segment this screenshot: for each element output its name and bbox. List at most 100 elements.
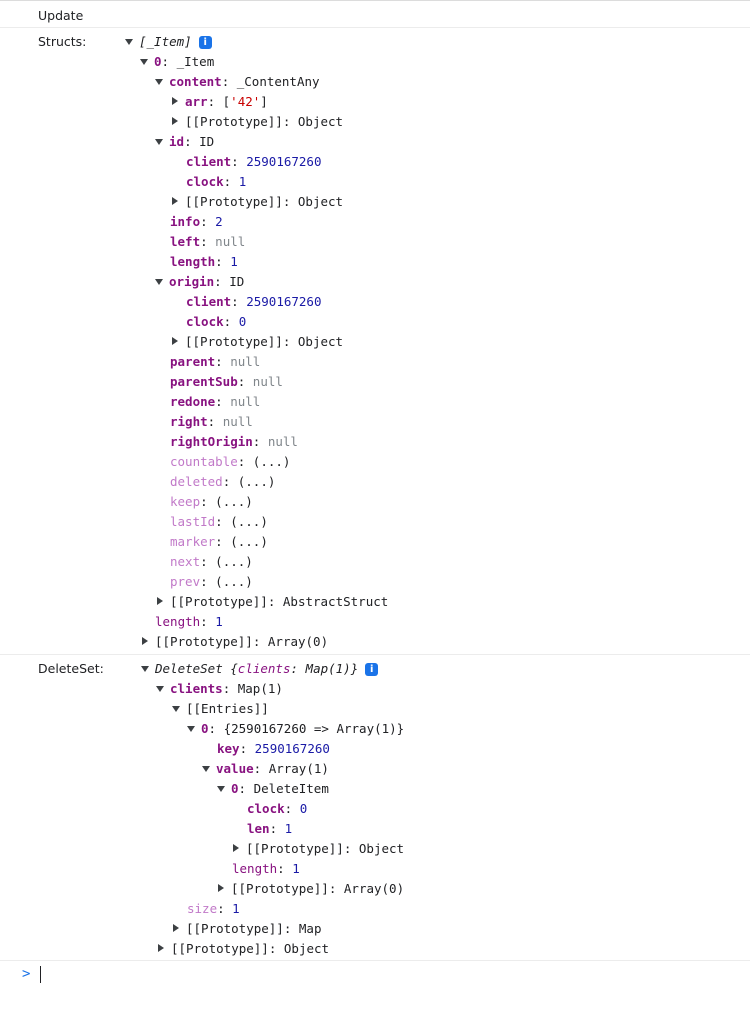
prop-key: 0 bbox=[231, 781, 239, 796]
deleteset-summary: DeleteSet {clients: Map(1)} bbox=[155, 661, 359, 676]
deleteset-label: DeleteSet: bbox=[38, 661, 104, 676]
info-icon[interactable]: i bbox=[365, 662, 379, 676]
expand-triangle-icon[interactable] bbox=[140, 659, 151, 679]
expand-triangle-icon[interactable] bbox=[154, 132, 165, 152]
tree-row-prev[interactable]: prev: (...) bbox=[170, 572, 253, 592]
console-input-caret[interactable] bbox=[40, 966, 41, 983]
prop-key: size bbox=[187, 901, 218, 916]
tree-row-arr[interactable]: arr: ['42'] bbox=[170, 92, 268, 112]
tree-row-deleteitem-proto[interactable]: [[Prototype]]: Object bbox=[231, 839, 404, 859]
prop-value: 1 bbox=[232, 901, 240, 916]
lazy-getter-value[interactable]: (...) bbox=[252, 454, 291, 469]
collapsed-triangle-icon[interactable] bbox=[170, 192, 181, 212]
prop-key: next bbox=[170, 554, 201, 569]
prop-key: marker bbox=[170, 534, 216, 549]
prop-key: [[Prototype]] bbox=[185, 334, 283, 349]
tree-row-content-proto[interactable]: [[Prototype]]: Object bbox=[170, 112, 343, 132]
expand-triangle-icon[interactable] bbox=[154, 72, 165, 92]
prop-key: [[Prototype]] bbox=[185, 194, 283, 209]
structs-summary: [_Item] bbox=[139, 34, 192, 49]
lazy-getter-value[interactable]: (...) bbox=[230, 514, 268, 529]
lazy-getter-value[interactable]: (...) bbox=[237, 474, 276, 489]
collapsed-triangle-icon[interactable] bbox=[155, 592, 166, 612]
lazy-getter-value[interactable]: (...) bbox=[215, 574, 253, 589]
tree-row-deleteitem-len: len: 1 bbox=[247, 819, 292, 839]
tree-row-clients-proto[interactable]: [[Prototype]]: Map bbox=[171, 919, 321, 939]
collapsed-triangle-icon[interactable] bbox=[170, 112, 181, 132]
prop-key: redone bbox=[170, 394, 216, 409]
tree-row-clients-size[interactable]: size: 1 bbox=[187, 899, 240, 919]
expand-triangle-icon[interactable] bbox=[171, 699, 182, 719]
tree-row-item0-proto[interactable]: [[Prototype]]: AbstractStruct bbox=[155, 592, 388, 612]
prop-value: Object bbox=[297, 194, 344, 209]
tree-row-content[interactable]: content: _ContentAny bbox=[154, 72, 320, 92]
prop-value: 0 bbox=[299, 801, 308, 816]
tree-row-id-proto[interactable]: [[Prototype]]: Object bbox=[170, 192, 343, 212]
tree-row-parent: parent: null bbox=[170, 352, 260, 372]
tree-row-clients[interactable]: clients: Map(1) bbox=[155, 679, 283, 699]
summary-value: Map(1) bbox=[305, 661, 351, 676]
collapsed-triangle-icon[interactable] bbox=[231, 839, 242, 859]
collapsed-triangle-icon[interactable] bbox=[156, 939, 167, 959]
prop-key: clock bbox=[186, 314, 224, 329]
lazy-getter-value[interactable]: (...) bbox=[215, 554, 253, 569]
expand-triangle-icon[interactable] bbox=[139, 52, 150, 72]
tree-row-origin-proto[interactable]: [[Prototype]]: Object bbox=[170, 332, 343, 352]
prop-value: Array(0) bbox=[267, 634, 329, 649]
tree-row-origin-clock: clock: 0 bbox=[186, 312, 246, 332]
tree-row-entry-value[interactable]: value: Array(1) bbox=[201, 759, 329, 779]
prop-value: DeleteItem bbox=[253, 781, 329, 796]
collapsed-triangle-icon[interactable] bbox=[140, 632, 151, 652]
expand-triangle-icon[interactable] bbox=[155, 679, 166, 699]
structs-array-toggle[interactable]: [_Item] i bbox=[124, 32, 212, 52]
tree-row-redone: redone: null bbox=[170, 392, 260, 412]
log-separator bbox=[0, 960, 750, 961]
info-icon[interactable]: i bbox=[198, 35, 212, 49]
expand-triangle-icon[interactable] bbox=[124, 32, 135, 52]
tree-row-entry0[interactable]: 0: {2590167260 => Array(1)} bbox=[186, 719, 404, 739]
tree-row-deleteset-proto[interactable]: [[Prototype]]: Object bbox=[156, 939, 329, 959]
expand-triangle-icon[interactable] bbox=[216, 779, 227, 799]
prop-value: _Item bbox=[176, 54, 215, 69]
prop-key: arr bbox=[185, 94, 208, 109]
tree-row-keep[interactable]: keep: (...) bbox=[170, 492, 253, 512]
tree-row-countable[interactable]: countable: (...) bbox=[170, 452, 290, 472]
tree-row-structs-proto[interactable]: [[Prototype]]: Array(0) bbox=[140, 632, 328, 652]
expand-triangle-icon[interactable] bbox=[201, 759, 212, 779]
tree-row-origin[interactable]: origin: ID bbox=[154, 272, 244, 292]
prop-key: client bbox=[186, 294, 232, 309]
tree-row-structs-length: length: 1 bbox=[155, 612, 223, 632]
prop-key: origin bbox=[169, 274, 215, 289]
tree-row-value-proto[interactable]: [[Prototype]]: Array(0) bbox=[216, 879, 404, 899]
prop-key: content bbox=[169, 74, 222, 89]
prop-key: parentSub bbox=[170, 374, 238, 389]
prop-key: clock bbox=[186, 174, 224, 189]
prop-key: len bbox=[247, 821, 270, 836]
structs-label: Structs: bbox=[38, 34, 87, 49]
prop-key: id bbox=[169, 134, 185, 149]
collapsed-triangle-icon[interactable] bbox=[171, 919, 182, 939]
prop-value: null bbox=[215, 234, 246, 249]
expand-triangle-icon[interactable] bbox=[154, 272, 165, 292]
lazy-getter-value[interactable]: (...) bbox=[230, 534, 268, 549]
tree-row-origin-client: client: 2590167260 bbox=[186, 292, 321, 312]
tree-row-deleted[interactable]: deleted: (...) bbox=[170, 472, 275, 492]
tree-row-id[interactable]: id: ID bbox=[154, 132, 214, 152]
tree-row-lastid[interactable]: lastId: (...) bbox=[170, 512, 268, 532]
prop-value: null bbox=[267, 434, 298, 449]
prop-value: '42' bbox=[230, 94, 261, 109]
tree-row-item0[interactable]: 0: _Item bbox=[139, 52, 214, 72]
tree-row-next[interactable]: next: (...) bbox=[170, 552, 253, 572]
collapsed-triangle-icon[interactable] bbox=[216, 879, 227, 899]
summary-class-name: DeleteSet bbox=[155, 661, 223, 676]
tree-row-marker[interactable]: marker: (...) bbox=[170, 532, 268, 552]
prop-key: info bbox=[170, 214, 201, 229]
prop-value: Object bbox=[283, 941, 330, 956]
collapsed-triangle-icon[interactable] bbox=[170, 332, 181, 352]
deleteset-toggle[interactable]: DeleteSet {clients: Map(1)} i bbox=[140, 659, 379, 679]
tree-row-entries[interactable]: [[Entries]] bbox=[171, 699, 269, 719]
collapsed-triangle-icon[interactable] bbox=[170, 92, 181, 112]
lazy-getter-value[interactable]: (...) bbox=[215, 494, 253, 509]
tree-row-deleteitem[interactable]: 0: DeleteItem bbox=[216, 779, 329, 799]
expand-triangle-icon[interactable] bbox=[186, 719, 197, 739]
